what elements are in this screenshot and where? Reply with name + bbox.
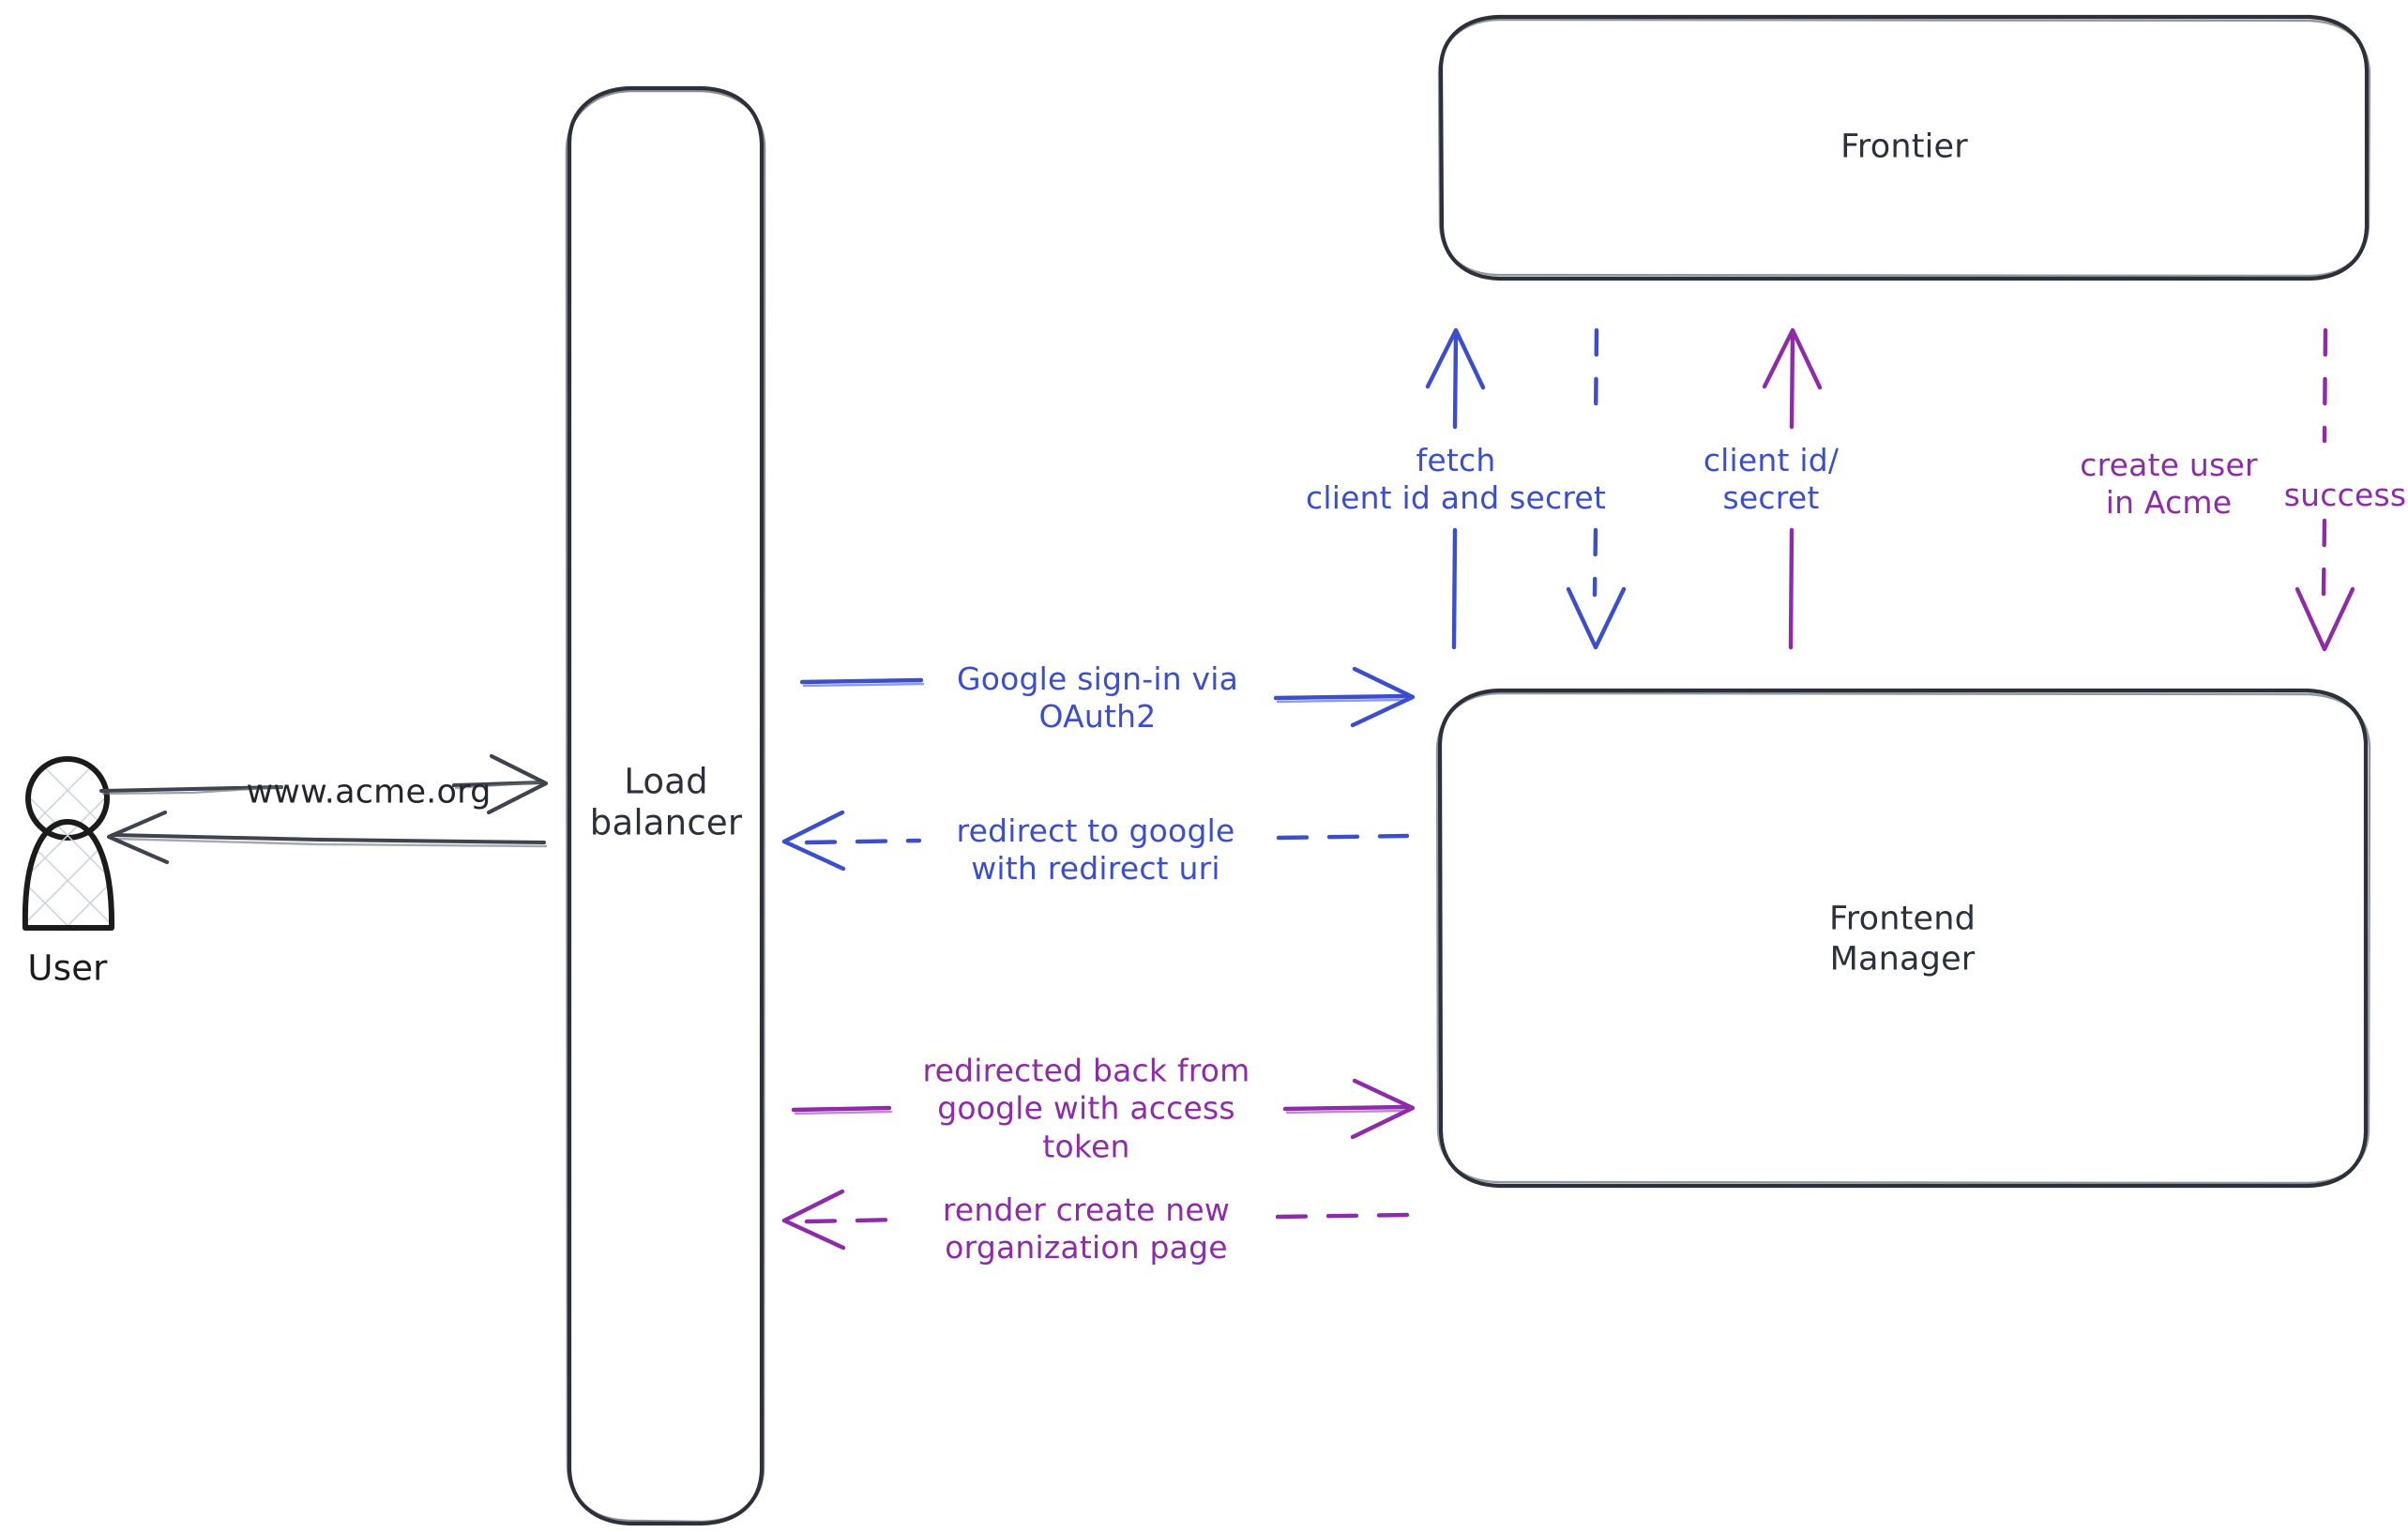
fm-label-line2: Manager <box>1829 940 1976 978</box>
edge-label-frontier-to-fm-creds: client id/secret <box>1704 442 1839 518</box>
edge-fm-to-frontier-createuser <box>1762 327 1823 650</box>
edge-lb-to-user <box>106 810 548 865</box>
creds-line1: client id/ <box>1703 441 1840 478</box>
edge-frontier-to-fm-creds <box>1566 327 1627 650</box>
edge-lb-to-fm-signin <box>799 666 1416 728</box>
redirect-line2: with redirect uri <box>971 850 1220 887</box>
signin-line2: OAuth2 <box>1038 698 1157 735</box>
token-line2: google with access <box>937 1089 1235 1127</box>
node-frontier[interactable] <box>1437 14 2371 281</box>
fm-label-line1: Frontend <box>1828 900 1976 938</box>
lb-label-line1: Load <box>624 761 708 802</box>
edge-label-user-to-lb: www.acme.org <box>246 773 492 812</box>
render-line2: organization page <box>945 1229 1228 1266</box>
createuser-line1: create user <box>2080 446 2258 483</box>
edge-fm-to-lb-render <box>781 1189 1410 1251</box>
token-line1: redirected back from <box>922 1052 1250 1089</box>
fetch-line2: client id and secret <box>1305 479 1607 516</box>
lb-label-line2: balancer <box>589 802 743 842</box>
edge-fm-to-lb-redirect <box>781 810 1410 872</box>
person-icon <box>22 755 115 931</box>
render-line1: render create new <box>942 1191 1231 1228</box>
createuser-line2: in Acme <box>2105 484 2233 521</box>
edge-frontier-to-fm-success <box>2294 327 2355 652</box>
actor-label-user: User <box>27 948 108 989</box>
creds-line2: secret <box>1722 479 1820 516</box>
edge-label-frontier-to-fm-success: success <box>2283 476 2407 513</box>
redirect-line1: redirect to google <box>956 812 1235 849</box>
fetch-line1: fetch <box>1416 441 1496 478</box>
token-line3: token <box>1042 1128 1130 1165</box>
node-load-balancer[interactable] <box>565 85 766 1526</box>
edge-fm-to-frontier-fetch <box>1425 327 1486 650</box>
signin-line1: Google sign-in via <box>956 660 1239 697</box>
edge-lb-to-fm-token <box>791 1078 1416 1140</box>
node-frontend-manager[interactable] <box>1435 688 2371 1189</box>
edge-user-to-lb <box>99 753 549 815</box>
node-label-frontier: Frontier <box>1840 128 1968 166</box>
